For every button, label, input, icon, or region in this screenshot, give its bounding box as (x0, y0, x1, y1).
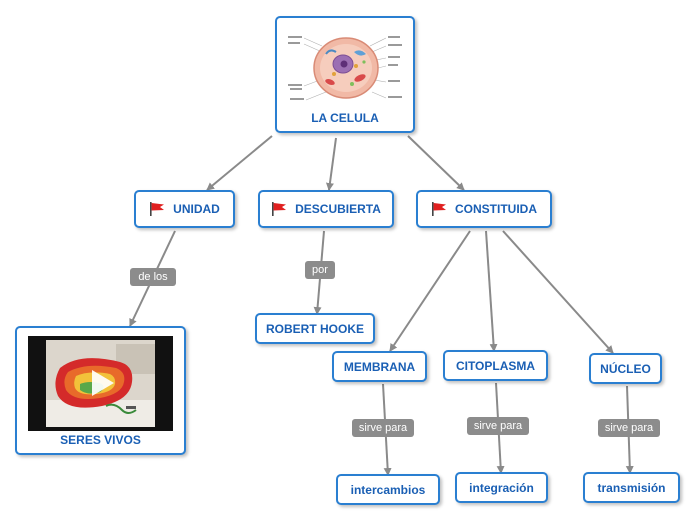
node-membrana[interactable]: MEMBRANA (332, 351, 427, 382)
link-celula-unidad (206, 135, 273, 191)
node-descubierta[interactable]: DESCUBIERTA (258, 190, 394, 228)
node-label: CITOPLASMA (455, 358, 536, 373)
node-unidad[interactable]: UNIDAD (134, 190, 235, 228)
cell-model-image (46, 340, 155, 427)
cell-diagram-icon (288, 36, 402, 101)
link-label-sirve-para: sirve para (598, 419, 660, 437)
link-constituida-citoplasma (485, 230, 498, 352)
node-label: intercambios (350, 482, 426, 497)
node-label: SERES VIVOS (60, 433, 141, 447)
node-label: integración (469, 480, 534, 495)
node-label: LA CELULA (311, 111, 379, 125)
link-label-sirve-para: sirve para (352, 419, 414, 437)
node-label: MEMBRANA (343, 359, 416, 374)
link-constituida-membrana (389, 230, 471, 352)
node-constituida[interactable]: CONSTITUIDA (416, 190, 552, 228)
link-label-de-los: de los (130, 268, 176, 286)
flag-icon (150, 202, 165, 216)
node-robert-hooke[interactable]: ROBERT HOOKE (255, 313, 375, 344)
flag-icon (272, 202, 287, 216)
node-label: UNIDAD (173, 202, 220, 216)
play-icon[interactable] (84, 366, 118, 400)
link-label-por: por (305, 261, 335, 279)
link-celula-descubierta (325, 137, 337, 191)
node-label: CONSTITUIDA (455, 202, 537, 216)
node-seres-vivos[interactable]: SERES VIVOS (15, 326, 186, 455)
node-transmision[interactable]: transmisión (583, 472, 680, 503)
flag-icon (432, 202, 446, 216)
node-intercambios[interactable]: intercambios (336, 474, 440, 505)
node-la-celula[interactable]: LA CELULA (275, 16, 415, 133)
node-integracion[interactable]: integración (455, 472, 548, 503)
link-label-sirve-para: sirve para (467, 417, 529, 435)
video-thumbnail[interactable] (28, 336, 173, 431)
link-celula-constituida (407, 135, 465, 191)
link-constituida-nucleo (502, 230, 614, 354)
node-citoplasma[interactable]: CITOPLASMA (443, 350, 548, 381)
node-label: NÚCLEO (600, 361, 651, 376)
node-label: DESCUBIERTA (295, 202, 381, 216)
node-nucleo[interactable]: NÚCLEO (589, 353, 662, 384)
node-label: ROBERT HOOKE (265, 321, 364, 336)
node-label: transmisión (597, 480, 666, 495)
